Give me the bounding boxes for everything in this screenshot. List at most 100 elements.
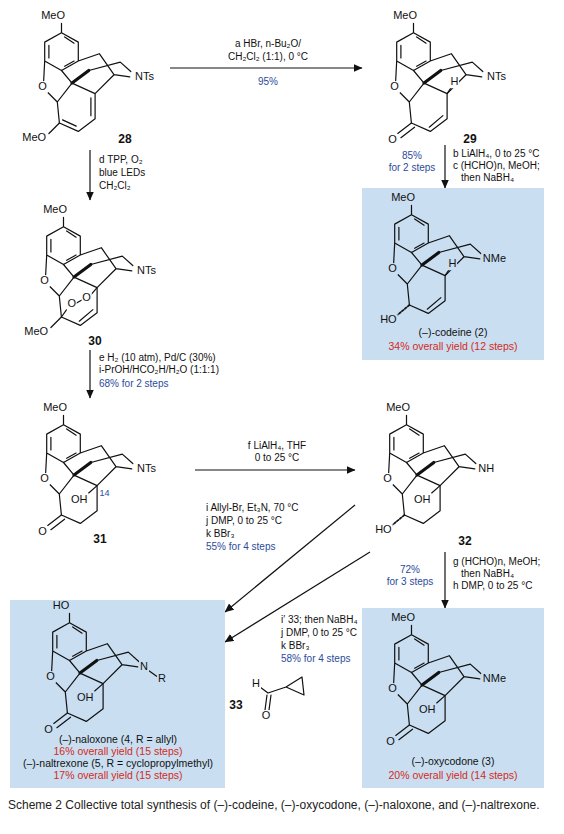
reagent-text: k BBr₃	[205, 529, 236, 540]
step-yield: 68% for 2 steps	[98, 379, 169, 390]
atom-label: H	[449, 76, 459, 88]
reaction-arrow	[170, 67, 362, 68]
product-box: (–)-oxycodone (3) 20% overall yield (14 s…	[362, 608, 544, 788]
reagent-text: 0 to 25 °C	[254, 453, 301, 464]
reagent-text: a HBr, n-Bu₂O/	[234, 39, 302, 50]
step-yield: 85%	[401, 151, 423, 162]
step-yield: for 3 steps	[386, 577, 435, 588]
reagent-text: f LiAlH₄, THF	[247, 441, 307, 452]
reagent-text: d TPP, O₂	[98, 155, 144, 166]
atom-label: NTs	[134, 71, 155, 83]
atom-label: MeO	[390, 192, 416, 204]
atom-label: O	[45, 672, 56, 684]
atom-label: MeO	[42, 204, 68, 216]
reagent-text: then NaBH₄	[460, 569, 515, 580]
atom-label: H	[447, 258, 457, 270]
atom-label: N	[139, 661, 149, 673]
compound-number: 32	[458, 535, 471, 548]
atom-label: OH	[413, 495, 432, 507]
reagent-text: then NaBH₄	[460, 173, 515, 184]
compound-name: (–)-oxycodone (3)	[412, 756, 495, 768]
atom-label: O	[37, 526, 48, 538]
atom-label: MeO	[390, 612, 416, 624]
reagent-text: i′ 33; then NaBH₄	[280, 615, 359, 626]
reaction-arrow	[89, 350, 90, 398]
product-box: (–)-naloxone (4, R = allyl)16% overall y…	[10, 600, 225, 788]
step-yield: 55% for 4 steps	[205, 542, 276, 553]
overall-yield: 34% overall yield (12 steps)	[389, 341, 518, 353]
atom-label: OH	[76, 693, 95, 705]
atom-label: O	[37, 82, 48, 94]
compound-number: 30	[88, 335, 101, 348]
atom-label: O	[382, 474, 393, 486]
compound-number: 28	[118, 133, 131, 146]
step-yield: 95%	[257, 77, 279, 88]
atom-label: MeO	[21, 132, 47, 144]
atom-label: OH	[418, 705, 437, 717]
atom-label: O	[67, 299, 78, 311]
atom-label: MeO	[23, 326, 49, 338]
reagent-text: g (HCHO)n, MeOH;	[452, 557, 541, 568]
atom-label: HO	[52, 600, 71, 612]
reaction-arrow	[444, 552, 445, 608]
compound-node: 29	[362, 5, 544, 145]
atom-label: NMe	[482, 253, 507, 265]
reagent-text: CH₂Cl₂	[98, 181, 132, 192]
reagent-text: i Allyl-Br, Et₃N, 70 °C	[205, 503, 300, 514]
overall-yield: 17% overall yield (15 steps)	[54, 770, 183, 782]
reagent-text: c (HCHO)n, MeOH;	[452, 161, 541, 172]
position-number: 14	[98, 489, 110, 498]
reagent-text: blue LEDs	[98, 168, 146, 179]
reaction-arrow	[195, 469, 355, 470]
atom-label: O	[39, 474, 50, 486]
atom-label: NTs	[136, 463, 157, 475]
atom-label: MeO	[42, 402, 68, 414]
compound-number: 29	[463, 133, 476, 146]
atom-label: O	[387, 684, 398, 696]
caption: Scheme 2 Collective total synthesis of (…	[8, 797, 556, 813]
atom-label: O	[43, 724, 54, 736]
atom-label: HO	[379, 314, 398, 326]
compound-number: 31	[93, 533, 106, 546]
atom-label: H	[251, 678, 261, 690]
reagent-text: h DMP, 0 to 25 °C	[452, 581, 533, 592]
reaction-arrow	[444, 145, 445, 188]
atom-label: O	[39, 276, 50, 288]
atom-label: O	[385, 736, 396, 748]
atom-label: O	[261, 710, 272, 722]
atom-label: O	[387, 264, 398, 276]
reagent-text: j DMP, 0 to 25 °C	[280, 628, 358, 639]
atom-label: MeO	[385, 402, 411, 414]
atom-label: NTs	[486, 71, 507, 83]
step-yield: 72%	[399, 565, 421, 576]
reaction-arrow	[89, 150, 90, 200]
compound-name: (–)-naltrexone (5, R = cyclopropylmethyl…	[23, 758, 213, 770]
compound-name: (–)-codeine (2)	[419, 327, 488, 339]
overall-yield: 16% overall yield (15 steps)	[54, 746, 183, 758]
atom-label: O	[389, 82, 400, 94]
reagent-text: j DMP, 0 to 25 °C	[205, 516, 283, 527]
reagent-text: k BBr₃	[280, 641, 311, 652]
compound-node: 33	[230, 668, 320, 728]
atom-label: MeO	[392, 10, 418, 22]
atom-label: HO	[374, 524, 393, 536]
reagent-text: CH₂Cl₂ (1:1), 0 °C	[227, 52, 309, 63]
atom-label: O	[81, 292, 92, 304]
reagent-text: i-PrOH/HCO₂H/H₂O (1:1:1)	[98, 365, 220, 376]
atom-label: R	[157, 674, 167, 686]
step-yield: 58% for 4 steps	[280, 654, 351, 665]
reagent-text: e H₂ (10 atm), Pd/C (30%)	[98, 353, 217, 364]
atom-label: MeO	[40, 10, 66, 22]
overall-yield: 20% overall yield (14 steps)	[389, 770, 518, 782]
atom-label: NTs	[136, 265, 157, 277]
step-yield: for 2 steps	[388, 163, 437, 174]
atom-label: NH	[477, 463, 495, 475]
atom-label: O	[387, 134, 398, 146]
compound-number: 33	[229, 699, 242, 712]
atom-label: OH	[70, 495, 89, 507]
reaction-arrow	[225, 552, 370, 642]
reagent-text: b LiAlH₄, 0 to 25 °C	[452, 149, 540, 160]
